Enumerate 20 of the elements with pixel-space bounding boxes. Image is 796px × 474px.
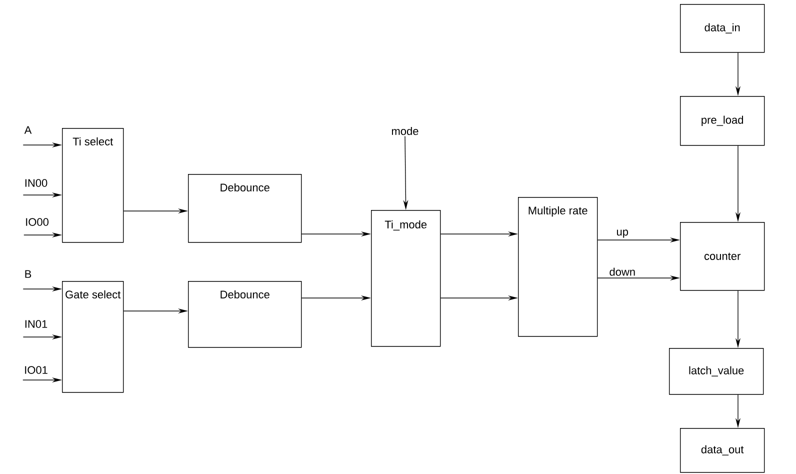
block-box: Gate select: [62, 281, 124, 393]
block-box: counter: [680, 222, 765, 291]
signal-label: IN00: [25, 179, 48, 187]
block-box: Ti_mode: [371, 210, 441, 347]
signal-label: B: [25, 270, 32, 278]
block-box: Multiple rate: [518, 197, 598, 337]
block-box: pre_load: [680, 96, 765, 146]
block-box: data_in: [680, 4, 765, 53]
block-box: data_out: [680, 428, 765, 473]
signal-label: IO00: [26, 218, 48, 226]
signal-label: IN01: [25, 320, 48, 328]
edge-label: down: [608, 266, 637, 277]
edge-label: up: [615, 228, 630, 239]
block-box: Debounce: [188, 174, 302, 243]
signal-label: A: [24, 126, 32, 134]
block-box: Debounce: [188, 281, 302, 348]
signal-label: mode: [392, 126, 418, 136]
block-box: latch_value: [669, 348, 764, 395]
block-box: Ti select: [62, 128, 124, 243]
signal-label: IO01: [25, 366, 48, 374]
